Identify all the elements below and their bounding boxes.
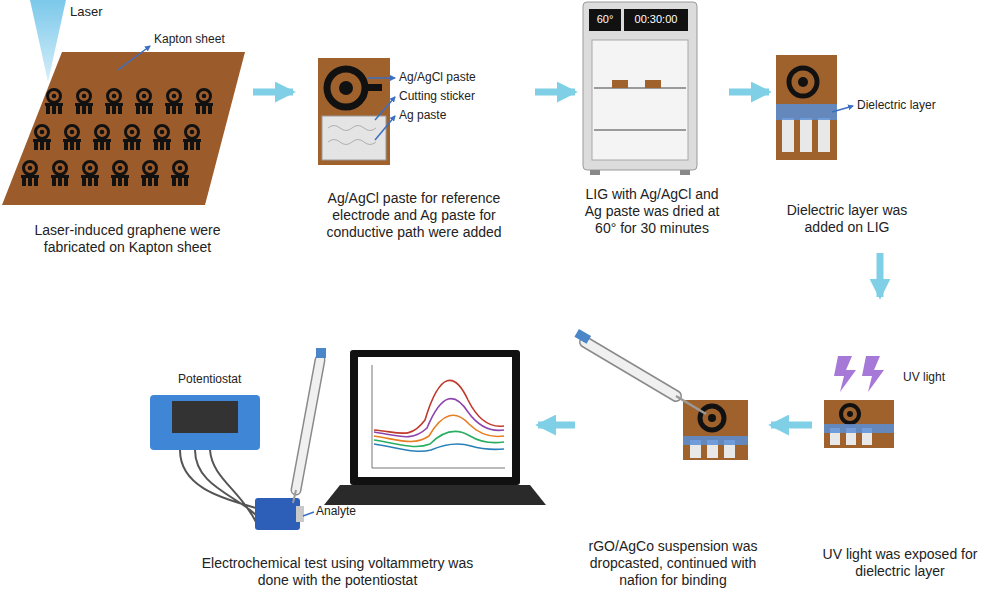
part-label: Ag/AgCl paste [399, 70, 476, 84]
display-value: 60° [589, 13, 621, 26]
part-label: Analyte [316, 504, 356, 518]
process-step: LIG with Ag/AgCl and Ag paste was dried … [578, 0, 726, 245]
process-step: Dielectric layer was added on LIG [772, 50, 922, 250]
process-step: rGO/AgCo suspension was dropcasted, cont… [578, 330, 768, 592]
step-caption: Electrochemical test using voltammetry w… [140, 555, 535, 589]
flow-arrow [538, 422, 575, 429]
step-caption: Ag/AgCl paste for reference electrode an… [296, 190, 532, 240]
part-label: Dielectric layer [857, 98, 936, 112]
display-value: 00:30:00 [624, 13, 688, 26]
step-caption: rGO/AgCo suspension was dropcasted, cont… [578, 538, 768, 588]
flow-arrow [535, 89, 575, 96]
flow-arrow [877, 253, 884, 297]
step-caption: Dielectric layer was added on LIG [772, 202, 922, 236]
part-label: Cutting sticker [399, 89, 475, 103]
step-caption: LIG with Ag/AgCl and Ag paste was dried … [578, 186, 726, 236]
flow-arrow [771, 422, 812, 429]
step-caption: UV light was exposed for dielectric laye… [815, 546, 985, 580]
laser-label: Laser [70, 4, 103, 20]
device-label: Potentiostat [178, 372, 241, 386]
process-step: UV light was exposed for dielectric laye… [815, 300, 985, 592]
part-label: UV light [903, 370, 945, 384]
part-label: Kapton sheet [154, 32, 225, 46]
flow-arrow [729, 89, 769, 96]
process-step: Laser-induced graphene were fabricated o… [5, 10, 250, 265]
part-label: Ag paste [399, 108, 446, 122]
flow-arrow [253, 89, 293, 96]
step-caption: Laser-induced graphene were fabricated o… [5, 222, 250, 256]
